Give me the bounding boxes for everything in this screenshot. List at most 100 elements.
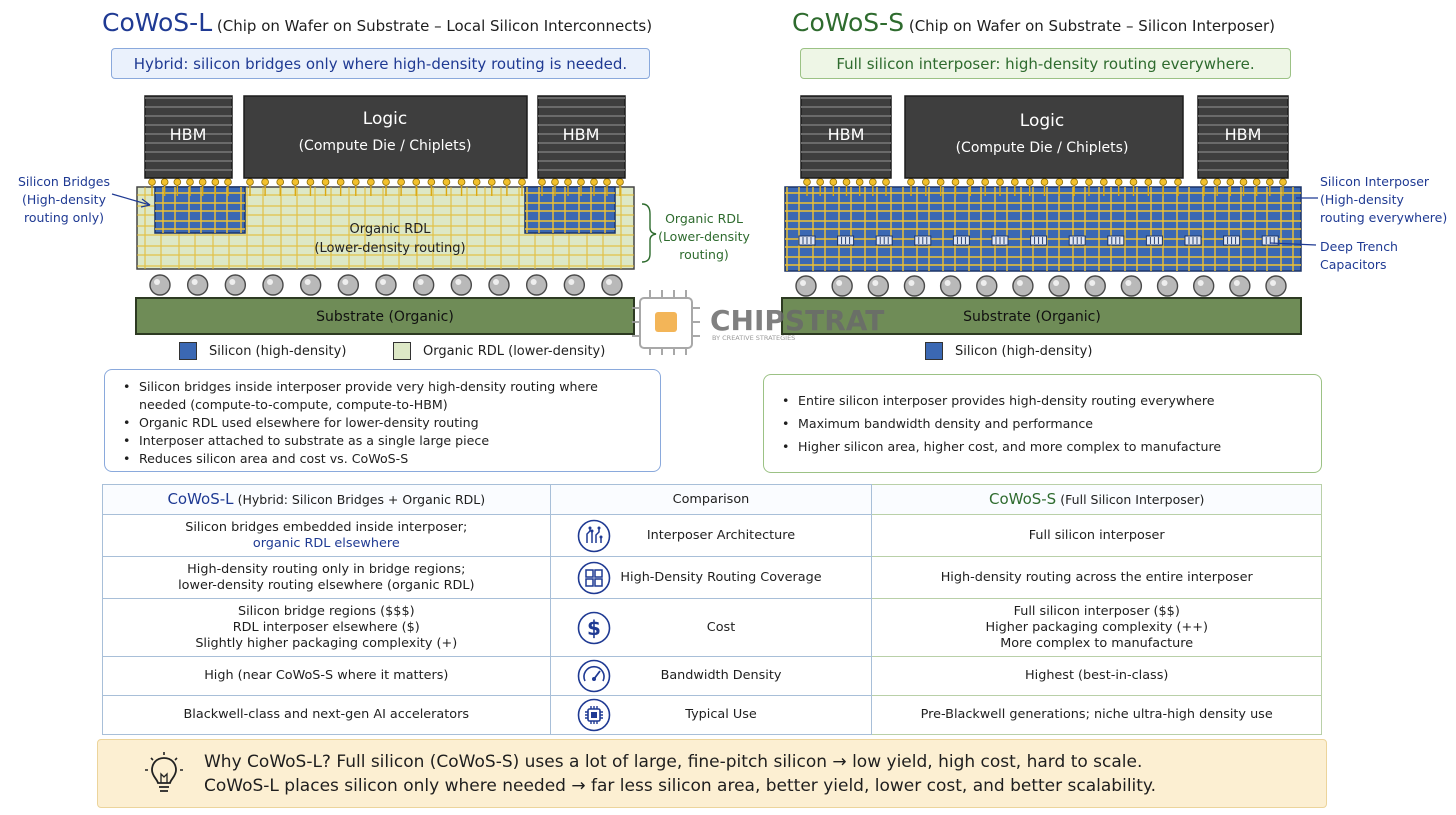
solder-ball-highlight bbox=[1016, 280, 1023, 286]
callout-interposer-line2: (High-density bbox=[1320, 192, 1405, 207]
micro-bump bbox=[1129, 178, 1138, 186]
callout-bridges-line2: (High-density bbox=[22, 192, 107, 207]
micro-bump bbox=[551, 178, 559, 186]
solder-ball bbox=[867, 275, 890, 297]
solder-ball bbox=[1120, 275, 1143, 297]
micro-bump bbox=[855, 178, 864, 186]
solder-ball bbox=[186, 274, 209, 296]
rdl-subtitle: (Lower-density routing) bbox=[314, 241, 465, 256]
chip-logo-pins bbox=[632, 290, 700, 355]
row-left-cell: High (near CoWoS-S where it matters) bbox=[102, 656, 551, 696]
row-right-cell: Full silicon interposer bbox=[871, 514, 1322, 557]
hbm-label: HBM bbox=[828, 125, 865, 144]
cowos-l-subtitle: Hybrid: silicon bridges only where high-… bbox=[111, 48, 650, 79]
logo-name: CHIPSTRAT bbox=[710, 304, 884, 337]
solder-ball bbox=[563, 274, 586, 296]
micro-bump bbox=[397, 178, 405, 186]
callout-interposer-line3: routing everywhere) bbox=[1320, 210, 1447, 225]
table-row: Silicon bridge regions ($$$) RDL interpo… bbox=[102, 598, 1322, 657]
solder-ball bbox=[224, 274, 247, 296]
substrate-left-label: Substrate (Organic) bbox=[316, 309, 454, 325]
micro-bump bbox=[246, 178, 254, 186]
solder-ball-highlight bbox=[1125, 280, 1132, 286]
micro-bump bbox=[382, 178, 390, 186]
micro-bump bbox=[951, 178, 960, 186]
chip-icon bbox=[577, 698, 610, 732]
row-right-cell: Full silicon interposer ($$) Higher pack… bbox=[871, 598, 1322, 657]
row-left-cell: High-density routing only in bridge regi… bbox=[102, 556, 551, 599]
why-cowos-l-footer: Why CoWoS-L? Full silicon (CoWoS-S) uses… bbox=[97, 739, 1327, 808]
callout-rdl-bracket bbox=[641, 203, 657, 263]
solder-ball bbox=[488, 274, 510, 296]
logic-title: Logic bbox=[1020, 111, 1064, 131]
solder-ball bbox=[450, 274, 473, 296]
micro-bump bbox=[869, 178, 877, 186]
micro-bump bbox=[577, 178, 585, 186]
micro-bump bbox=[1213, 178, 1221, 186]
micro-bump bbox=[1266, 178, 1274, 186]
silicon-interposer-traces bbox=[785, 187, 1301, 271]
solder-ball-highlight bbox=[568, 279, 575, 285]
micro-bump bbox=[981, 178, 989, 186]
silicon-bridge-left-traces bbox=[155, 187, 245, 233]
micro-bump bbox=[224, 178, 232, 186]
micro-bump bbox=[1100, 178, 1108, 186]
solder-ball-highlight bbox=[267, 279, 273, 285]
package-diagrams: Substrate (Organic) Organic RDL (Lower-d… bbox=[18, 95, 1447, 355]
solder-ball-highlight bbox=[1161, 280, 1168, 286]
solder-ball bbox=[1084, 275, 1106, 297]
solder-ball bbox=[1192, 275, 1215, 297]
solder-ball-highlight bbox=[455, 279, 462, 285]
comparison-table: CoWoS-L (Hybrid: Silicon Bridges + Organ… bbox=[102, 484, 1322, 735]
micro-bump bbox=[351, 178, 360, 186]
logic-subtitle: (Compute Die / Chiplets) bbox=[956, 140, 1129, 156]
micro-bump bbox=[603, 178, 611, 186]
bullet-item: Reduces silicon area and cost vs. CoWoS-… bbox=[121, 450, 648, 468]
deep-trench-capacitor-lines bbox=[1034, 237, 1044, 244]
micro-bump bbox=[1011, 178, 1019, 186]
header-comparison: Comparison bbox=[549, 484, 873, 515]
micro-bump bbox=[503, 178, 511, 186]
callout-rdl-line3: routing) bbox=[679, 247, 729, 262]
solder-ball bbox=[1265, 275, 1287, 297]
solder-ball bbox=[1048, 275, 1070, 297]
deep-trench-capacitor-lines bbox=[995, 237, 1005, 244]
interposer-architecture-icon bbox=[577, 519, 610, 552]
deep-trench-capacitor-lines bbox=[841, 237, 851, 244]
micro-bump bbox=[1085, 178, 1093, 186]
micro-bump bbox=[427, 178, 436, 186]
deep-trench-capacitor-lines bbox=[1072, 237, 1082, 244]
solder-ball bbox=[795, 275, 817, 297]
micro-bump bbox=[996, 178, 1004, 186]
solder-ball-highlight bbox=[606, 279, 612, 285]
solder-ball-highlight bbox=[800, 280, 806, 286]
micro-bump bbox=[457, 178, 466, 186]
deep-trench-capacitors bbox=[798, 235, 1279, 246]
deep-trench-capacitor-lines bbox=[956, 237, 966, 244]
micro-bump bbox=[442, 178, 451, 186]
deep-trench-capacitor-lines bbox=[1188, 237, 1198, 244]
micro-bump bbox=[803, 178, 811, 186]
solder-ball bbox=[903, 275, 926, 297]
solder-ball bbox=[831, 275, 853, 297]
solder-ball-highlight bbox=[1089, 280, 1096, 286]
micro-bump bbox=[211, 178, 220, 186]
solder-ball-highlight bbox=[944, 280, 951, 286]
bullet-item: Silicon bridges inside interposer provid… bbox=[121, 378, 648, 414]
cowos-s-bullets: Entire silicon interposer provides high-… bbox=[763, 374, 1322, 473]
micro-bump bbox=[412, 178, 421, 186]
micro-bump bbox=[487, 178, 496, 186]
bullet-item: Higher silicon area, higher cost, and mo… bbox=[780, 435, 1309, 458]
micro-bump bbox=[616, 178, 624, 186]
micro-bump bbox=[816, 178, 824, 186]
gauge-icon bbox=[577, 659, 610, 693]
cowos-l-diagram: Substrate (Organic) Organic RDL (Lower-d… bbox=[18, 95, 751, 335]
micro-bump bbox=[321, 178, 330, 186]
legend-right-silicon: Silicon (high-density) bbox=[925, 342, 1092, 360]
solder-ball-highlight bbox=[1053, 280, 1060, 286]
micro-bump bbox=[1144, 178, 1153, 186]
hbm-stack-left-2-layers bbox=[538, 96, 625, 178]
deep-trench-capacitor-lines bbox=[1227, 237, 1237, 244]
solder-ball-highlight bbox=[1270, 280, 1276, 286]
solder-ball-highlight bbox=[980, 280, 987, 286]
